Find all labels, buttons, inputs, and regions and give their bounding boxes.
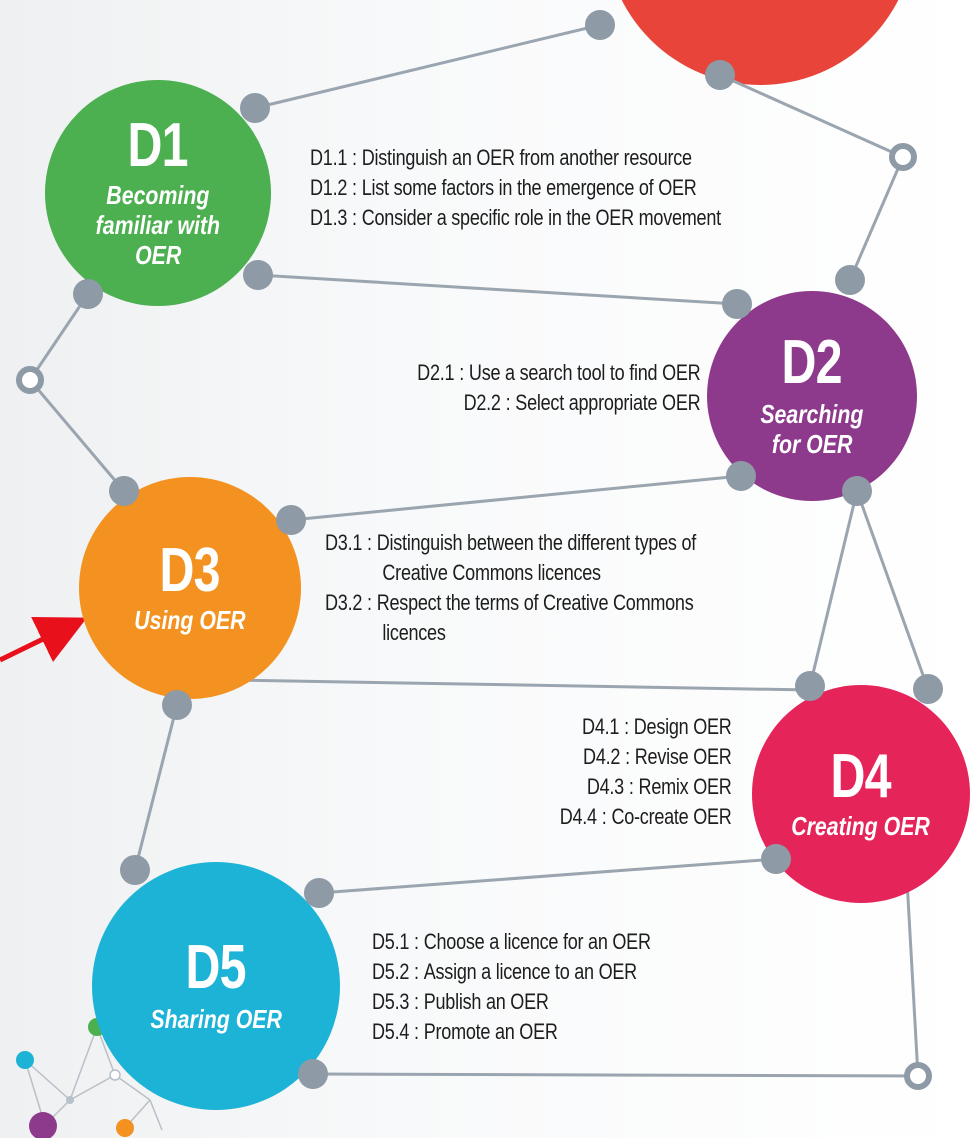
objective-code: D1.2 [310, 175, 348, 200]
connector [133, 704, 179, 871]
objectives-d5: D5.1:Choose a licence for an OER D5.2:As… [372, 927, 651, 1047]
objective-text: List some factors in the emergence of OE… [361, 175, 697, 200]
competency-title-line: Creating OER [791, 811, 931, 842]
objective-text: Respect the terms of Creative Commons [376, 590, 694, 615]
objective-code: D1.3 [310, 205, 348, 230]
objective-text: Select appropriate OER [514, 390, 700, 415]
connector [855, 490, 930, 690]
objectives-d2: D2.1:Use a search tool to find OER D2.2:… [417, 358, 700, 418]
objective-code: D4.3 [587, 774, 625, 799]
connection-lines [28, 23, 930, 1078]
objective-text: Distinguish between the different types … [376, 530, 697, 555]
objective-code: D5.4 [372, 1019, 410, 1044]
competency-code: D1 [127, 111, 189, 181]
objective-code: D1.1 [310, 145, 348, 170]
objective-item: D1.3:Consider a specific role in the OER… [310, 203, 721, 233]
competency-code: D5 [185, 933, 247, 1003]
decor-dot [29, 1112, 57, 1138]
competency-circle-d5: D5 Sharing OER [92, 862, 340, 1110]
objective-text: Promote an OER [423, 1019, 558, 1044]
objective-text: Publish an OER [423, 989, 549, 1014]
objective-item: D3.1:Distinguish between the different t… [325, 528, 696, 588]
objective-text: Co-create OER [611, 804, 732, 829]
objective-text-continued: licences [382, 620, 446, 645]
objective-item: D1.1:Distinguish an OER from another res… [310, 143, 721, 173]
competency-title-line: familiar with [95, 210, 221, 241]
connector [848, 156, 905, 281]
objective-text: Consider a specific role in the OER move… [361, 205, 721, 230]
objective-code: D5.2 [372, 959, 410, 984]
competency-code: D4 [830, 742, 892, 812]
objective-item: D4.2:Revise OER [560, 742, 732, 772]
objective-code: D2.1 [416, 360, 454, 385]
objective-code: D4.4 [560, 804, 598, 829]
connector [229, 678, 811, 692]
objective-item: D5.2:Assign a licence to an OER [372, 957, 651, 987]
objective-item: D2.1:Use a search tool to find OER [417, 358, 700, 388]
objective-text: Distinguish an OER from another resource [361, 145, 692, 170]
connector [254, 23, 601, 110]
connector [28, 379, 126, 492]
competency-circle-d3: D3 Using OER [79, 477, 301, 699]
connector [257, 273, 738, 306]
objectives-d4: D4.1:Design OER D4.2:Revise OER D4.3:Rem… [560, 712, 732, 832]
objective-item: D4.1:Design OER [560, 712, 732, 742]
connector [318, 857, 777, 895]
competency-title-line: Becoming [106, 180, 210, 211]
top-red-circle [621, 0, 899, 85]
decor-dot [109, 1069, 121, 1081]
objective-item: D5.1:Choose a licence for an OER [372, 927, 651, 957]
competency-title-line: OER [134, 239, 182, 270]
objective-item: D2.2:Select appropriate OER [417, 388, 700, 418]
objective-item: D1.2:List some factors in the emergence … [310, 173, 721, 203]
objective-text: Design OER [634, 714, 732, 739]
competency-title-line: Sharing OER [150, 1004, 282, 1035]
competency-title-line: Searching [760, 399, 864, 430]
objective-code: D5.1 [372, 929, 410, 954]
objective-item: D5.3:Publish an OER [372, 987, 651, 1017]
objective-code: D3.2 [325, 590, 363, 615]
decor-dot [16, 1051, 34, 1069]
connector [905, 879, 920, 1077]
connector [808, 490, 859, 687]
competency-code: D2 [781, 328, 843, 398]
connector [28, 293, 90, 381]
connector [312, 1072, 919, 1078]
objective-text: Remix OER [638, 774, 732, 799]
objective-item: D4.3:Remix OER [560, 772, 732, 802]
objective-code: D4.1 [582, 714, 620, 739]
objective-code: D5.3 [372, 989, 410, 1014]
connector [290, 474, 742, 522]
competency-circle-d4: D4 Creating OER [752, 685, 970, 903]
competency-circle-d1: D1 Becoming familiar with OER [45, 80, 271, 306]
objective-text: Revise OER [635, 744, 732, 769]
competency-code: D3 [159, 536, 221, 606]
connector [719, 73, 904, 159]
objective-item: D4.4:Co-create OER [560, 802, 732, 832]
competency-title-line: for OER [771, 429, 853, 459]
objective-code: D2.2 [463, 390, 501, 415]
objective-text: Assign a licence to an OER [423, 959, 637, 984]
competency-title-line: Using OER [134, 605, 246, 636]
objective-item: D5.4:Promote an OER [372, 1017, 651, 1047]
red-arrow [0, 617, 87, 663]
objective-text: Use a search tool to find OER [468, 360, 700, 385]
objective-text: Choose a licence for an OER [423, 929, 651, 954]
decor-dot [116, 1119, 134, 1137]
objectives-d3: D3.1:Distinguish between the different t… [325, 528, 696, 648]
competency-circle-d2: D2 Searching for OER [707, 291, 917, 501]
objective-text-continued: Creative Commons licences [382, 560, 601, 585]
objective-code: D3.1 [325, 530, 363, 555]
objectives-d1: D1.1:Distinguish an OER from another res… [310, 143, 721, 233]
objective-item: D3.2:Respect the terms of Creative Commo… [325, 588, 696, 648]
decor-dot [66, 1096, 74, 1104]
objective-code: D4.2 [583, 744, 621, 769]
